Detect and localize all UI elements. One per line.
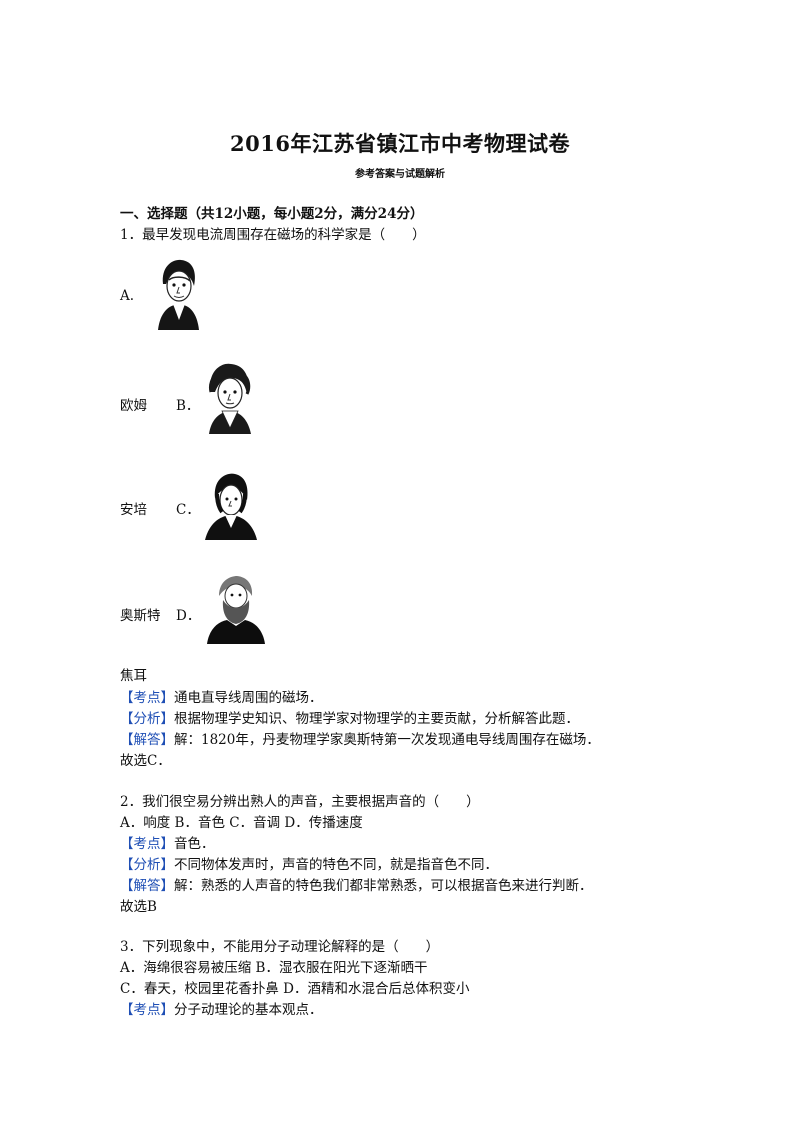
q3-kaodian: 【考点】分子动理论的基本观点． [120, 1001, 323, 1019]
fenxi-tag: 【分析】 [120, 711, 174, 727]
q1-option-c-name: 安培 [120, 502, 147, 518]
q1-jieda: 【解答】解：1820年，丹麦物理学家奥斯特第一次发现通电导线周围存在磁场． [120, 731, 600, 749]
q1-option-d-name: 奥斯特 [120, 608, 161, 624]
q1-option-b-name: 欧姆 [120, 398, 147, 414]
q1-option-d-letter: D． [176, 608, 201, 624]
q1-option-a-letter: A. [120, 288, 135, 304]
jieda-text: 解：熟悉的人声音的特色我们都非常熟悉，可以根据音色来进行判断． [174, 878, 593, 894]
q1-stem: 1．最早发现电流周围存在磁场的科学家是（ ） [120, 227, 426, 243]
q1-fenxi: 【分析】根据物理学史知识、物理学家对物理学的主要贡献，分析解答此题． [120, 710, 579, 728]
q3-options-row2: C．春天，校园里花香扑鼻 D．酒精和水混合后总体积变小 [120, 981, 470, 997]
kaodian-text: 分子动理论的基本观点． [174, 1002, 323, 1018]
fenxi-text: 不同物体发声时，声音的特色不同，就是指音色不同． [174, 857, 498, 873]
portrait-b [209, 363, 251, 434]
q1-option-b-letter: B． [176, 398, 200, 414]
q1-answer: 故选C． [120, 753, 171, 769]
q1-option-d-after: 焦耳 [120, 668, 147, 684]
kaodian-tag: 【考点】 [120, 1002, 174, 1018]
q2-options: A．响度 B．音色 C．音调 D．传播速度 [120, 815, 363, 831]
jieda-tag: 【解答】 [120, 732, 174, 748]
kaodian-text: 通电直导线周围的磁场． [174, 690, 323, 706]
jieda-text: 解：1820年，丹麦物理学家奥斯特第一次发现通电导线周围存在磁场． [174, 732, 600, 748]
page-title: 2016年江苏省镇江市中考物理试卷 [230, 131, 570, 156]
portrait-a [158, 259, 199, 330]
portrait-c [205, 473, 257, 540]
kaodian-text: 音色． [174, 836, 215, 852]
q2-jieda: 【解答】解：熟悉的人声音的特色我们都非常熟悉，可以根据音色来进行判断． [120, 877, 593, 895]
q2-answer: 故选B [120, 899, 157, 915]
q2-fenxi: 【分析】不同物体发声时，声音的特色不同，就是指音色不同． [120, 856, 498, 874]
fenxi-text: 根据物理学史知识、物理学家对物理学的主要贡献，分析解答此题． [174, 711, 579, 727]
q3-stem: 3．下列现象中，不能用分子动理论解释的是（ ） [120, 939, 440, 955]
section-heading: 一、选择题（共12小题，每小题2分，满分24分） [120, 206, 424, 222]
jieda-tag: 【解答】 [120, 878, 174, 894]
q3-options-row1: A．海绵很容易被压缩 B．湿衣服在阳光下逐渐晒干 [120, 960, 428, 976]
fenxi-tag: 【分析】 [120, 857, 174, 873]
portrait-d [207, 574, 265, 644]
q2-stem: 2．我们很空易分辨出熟人的声音，主要根据声音的（ ） [120, 794, 480, 810]
kaodian-tag: 【考点】 [120, 836, 174, 852]
page-subtitle: 参考答案与试题解析 [355, 169, 445, 180]
q2-kaodian: 【考点】音色． [120, 835, 215, 853]
kaodian-tag: 【考点】 [120, 690, 174, 706]
q1-kaodian: 【考点】通电直导线周围的磁场． [120, 689, 323, 707]
q1-option-c-letter: C． [176, 502, 200, 518]
